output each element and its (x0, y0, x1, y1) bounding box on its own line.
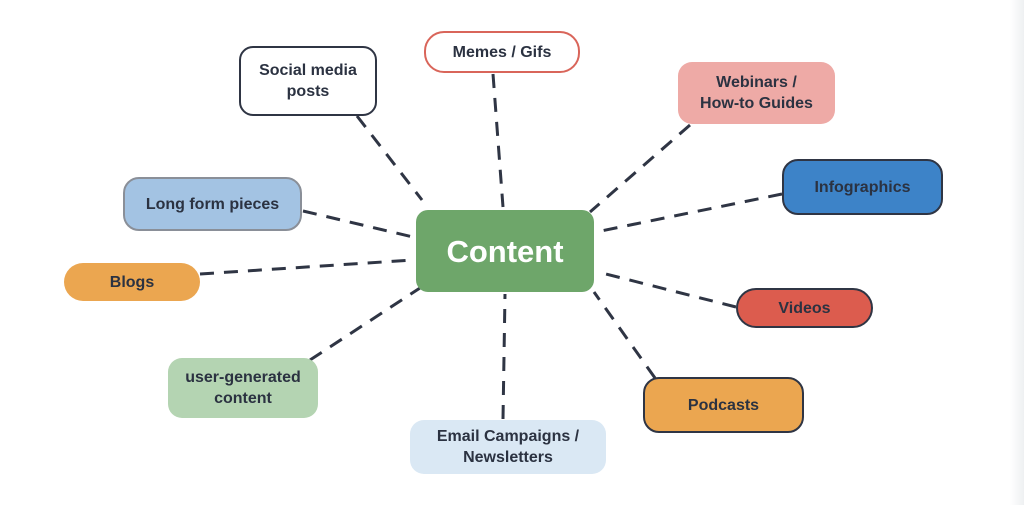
node-memes-gifs: Memes / Gifs (424, 31, 580, 73)
node-blogs: Blogs (64, 263, 200, 301)
connector-email (501, 293, 507, 420)
connector-videos (597, 270, 737, 309)
connector-infographics (595, 192, 783, 234)
connector-blogs (199, 258, 414, 276)
right-edge-shadow (1010, 0, 1024, 505)
center-node-content: Content (416, 210, 594, 292)
node-webinars-how-to-guides: Webinars / How-to Guides (678, 62, 835, 124)
node-podcasts: Podcasts (643, 377, 804, 433)
node-social-media-posts: Social media posts (239, 46, 377, 116)
node-infographics: Infographics (782, 159, 943, 215)
node-long-form-pieces: Long form pieces (123, 177, 302, 231)
connector-memes (491, 73, 505, 208)
connector-podcasts (592, 291, 657, 379)
connector-social (355, 115, 424, 201)
connector-ugc (309, 286, 421, 362)
node-email-campaigns-newsletters: Email Campaigns / Newsletters (410, 420, 606, 474)
connector-webinars (589, 123, 691, 214)
connector-longform (302, 209, 414, 239)
node-user-generated-content: user-generated content (168, 358, 318, 418)
node-videos: Videos (736, 288, 873, 328)
